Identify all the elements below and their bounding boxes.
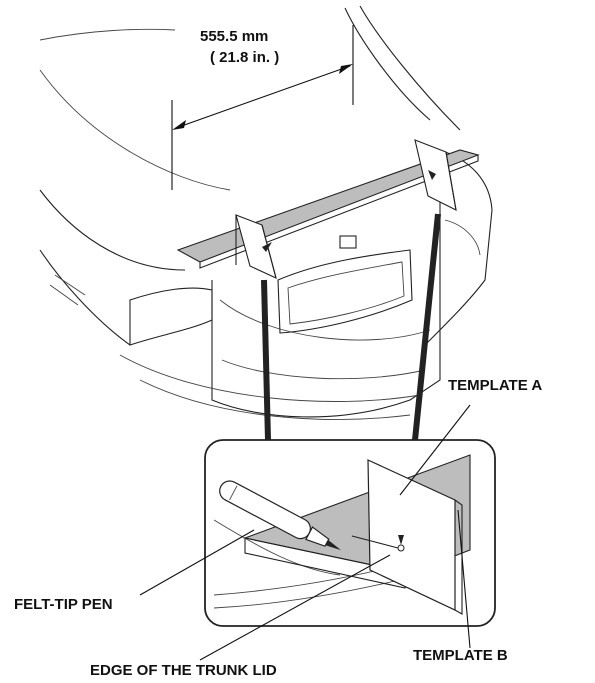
template-b-small <box>414 139 457 211</box>
car-rear-body <box>39 5 493 420</box>
felt-tip-pen-label: FELT-TIP PEN <box>14 596 113 613</box>
marker-arrow-right <box>428 170 436 180</box>
template-a-label: TEMPLATE A <box>448 377 542 394</box>
dimension-line <box>171 25 354 190</box>
template-a-small <box>235 214 277 279</box>
marker-arrow-left <box>262 242 272 252</box>
felt-tip-pen-icon <box>219 480 341 551</box>
template-b-label: TEMPLATE B <box>413 647 508 664</box>
detail-inset <box>204 439 496 627</box>
trunk-edge-label: EDGE OF THE TRUNK LID <box>90 662 277 679</box>
dimension-metric-label: 555.5 mm <box>200 28 268 45</box>
callout-connector <box>261 213 441 441</box>
dimension-imperial-label: ( 21.8 in. ) <box>210 49 279 66</box>
